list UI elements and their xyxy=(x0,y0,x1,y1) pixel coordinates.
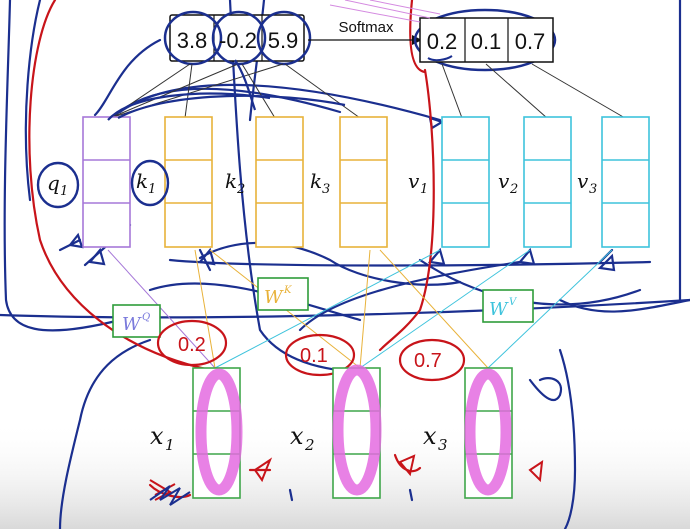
score-value-3: 5.9 xyxy=(268,28,299,53)
query-label: q xyxy=(47,171,60,195)
input-label-3-sub: 3 xyxy=(438,436,448,454)
wq-label: W xyxy=(122,314,142,335)
wq-matrix: W Q xyxy=(112,304,161,338)
value-label-1: v xyxy=(408,169,420,193)
key-label-2: k xyxy=(225,169,237,193)
softmax-arrow: Softmax xyxy=(308,19,422,45)
value-vector-1 xyxy=(441,116,490,248)
value-label-2-sub: 2 xyxy=(509,182,518,197)
red-weight-ovals xyxy=(156,319,466,382)
wv-label: W xyxy=(489,299,509,320)
wv-sup: V xyxy=(509,297,518,308)
handwritten-weight-3: 0.7 xyxy=(414,350,442,372)
blue-top-arcs xyxy=(107,59,346,121)
thin-arrows xyxy=(109,63,626,119)
query-label-circle xyxy=(36,161,80,209)
key-vector-1 xyxy=(164,116,213,248)
wq-sup: Q xyxy=(142,312,150,323)
wk-label: W xyxy=(264,287,284,308)
value-vector-2 xyxy=(523,116,572,248)
blue-scribble xyxy=(149,485,191,506)
key-label-3: k xyxy=(310,169,322,193)
weights-oval xyxy=(413,8,557,72)
weights-box: 0.2 0.1 0.7 xyxy=(413,8,557,72)
input-vector-2 xyxy=(332,364,382,499)
input-label-2-sub: 2 xyxy=(304,436,315,454)
input-label-1-sub: 1 xyxy=(165,436,175,454)
score-box: 3.8 -0.2 5.9 xyxy=(163,10,312,66)
blue-arrowheads xyxy=(67,116,616,272)
key-label-circle xyxy=(130,159,170,207)
weight-value-1: 0.2 xyxy=(427,29,458,54)
value-label-3-sub: 3 xyxy=(589,182,597,197)
key-label-2-sub: 2 xyxy=(236,182,245,197)
score-oval-2 xyxy=(211,10,267,66)
input-vector-3 xyxy=(464,367,513,499)
wk-sup: K xyxy=(283,285,292,296)
query-label-sub: 1 xyxy=(60,184,68,199)
score-oval-1 xyxy=(163,10,223,66)
key-label-1-sub: 1 xyxy=(148,182,156,197)
input-vector-1 xyxy=(192,367,243,499)
handwritten-weight-1: 0.2 xyxy=(178,334,206,356)
input-zero-highlight-3 xyxy=(464,368,512,496)
value-label-2: v xyxy=(498,169,510,193)
wk-matrix: W K xyxy=(257,277,309,311)
query-vector xyxy=(82,116,131,248)
key-vector-3 xyxy=(339,116,388,248)
value-vector-3 xyxy=(601,116,650,248)
value-label-1-sub: 1 xyxy=(420,182,428,197)
pink-lines xyxy=(329,0,441,23)
input-label-1: x xyxy=(150,422,164,450)
input-zero-highlight-2 xyxy=(332,364,382,496)
projection-lines xyxy=(107,249,613,369)
weight-value-3: 0.7 xyxy=(515,29,546,54)
score-oval-3 xyxy=(256,10,312,66)
weight-value-2: 0.1 xyxy=(471,29,502,54)
score-value-2: -0.2 xyxy=(219,28,257,53)
key-label-1: k xyxy=(136,169,148,193)
score-value-1: 3.8 xyxy=(177,28,208,53)
softmax-label: Softmax xyxy=(338,19,394,36)
input-label-3: x xyxy=(423,422,437,450)
input-labels: x 1 x 2 x 3 xyxy=(150,422,448,454)
key-label-3-sub: 3 xyxy=(322,182,330,197)
key-vector-2 xyxy=(255,116,304,248)
input-label-2: x xyxy=(290,422,304,450)
handwritten-weight-2: 0.1 xyxy=(300,345,328,367)
vector-labels: q 1 k 1 k 2 k 3 v 1 v 2 v 3 xyxy=(47,169,597,199)
input-zero-highlight-1 xyxy=(195,368,243,496)
red-weights: 0.2 0.1 0.7 xyxy=(178,334,442,372)
value-label-3: v xyxy=(577,169,589,193)
wv-matrix: W V xyxy=(482,289,534,323)
